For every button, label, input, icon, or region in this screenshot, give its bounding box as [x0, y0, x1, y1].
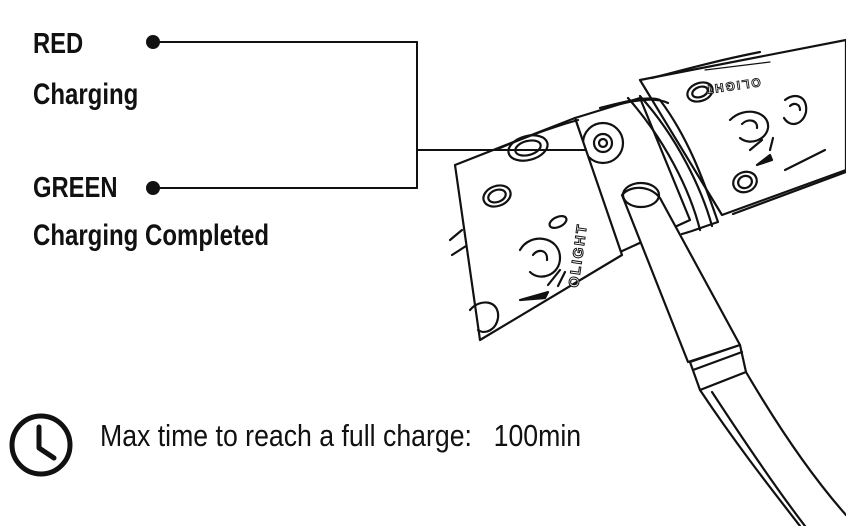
indicator-green-meaning: Charging Completed — [33, 219, 270, 252]
charge-time-note: Max time to reach a full charge: 100min — [100, 420, 581, 451]
flashlight-body-left — [448, 116, 624, 342]
callout-dot-red — [146, 35, 160, 49]
magnetic-charging-cable — [620, 181, 846, 526]
callout-dot-green — [146, 181, 160, 195]
indicator-green-label: GREEN — [33, 172, 118, 204]
callout-lines — [152, 41, 587, 189]
charge-time-value: 100min — [493, 418, 582, 453]
charge-time-label: Max time to reach a full charge: — [100, 418, 472, 453]
indicator-red-meaning: Charging — [33, 78, 139, 111]
indicator-red-label: RED — [33, 28, 84, 60]
clock-icon — [9, 413, 73, 477]
flashlight-body-right — [638, 38, 846, 217]
